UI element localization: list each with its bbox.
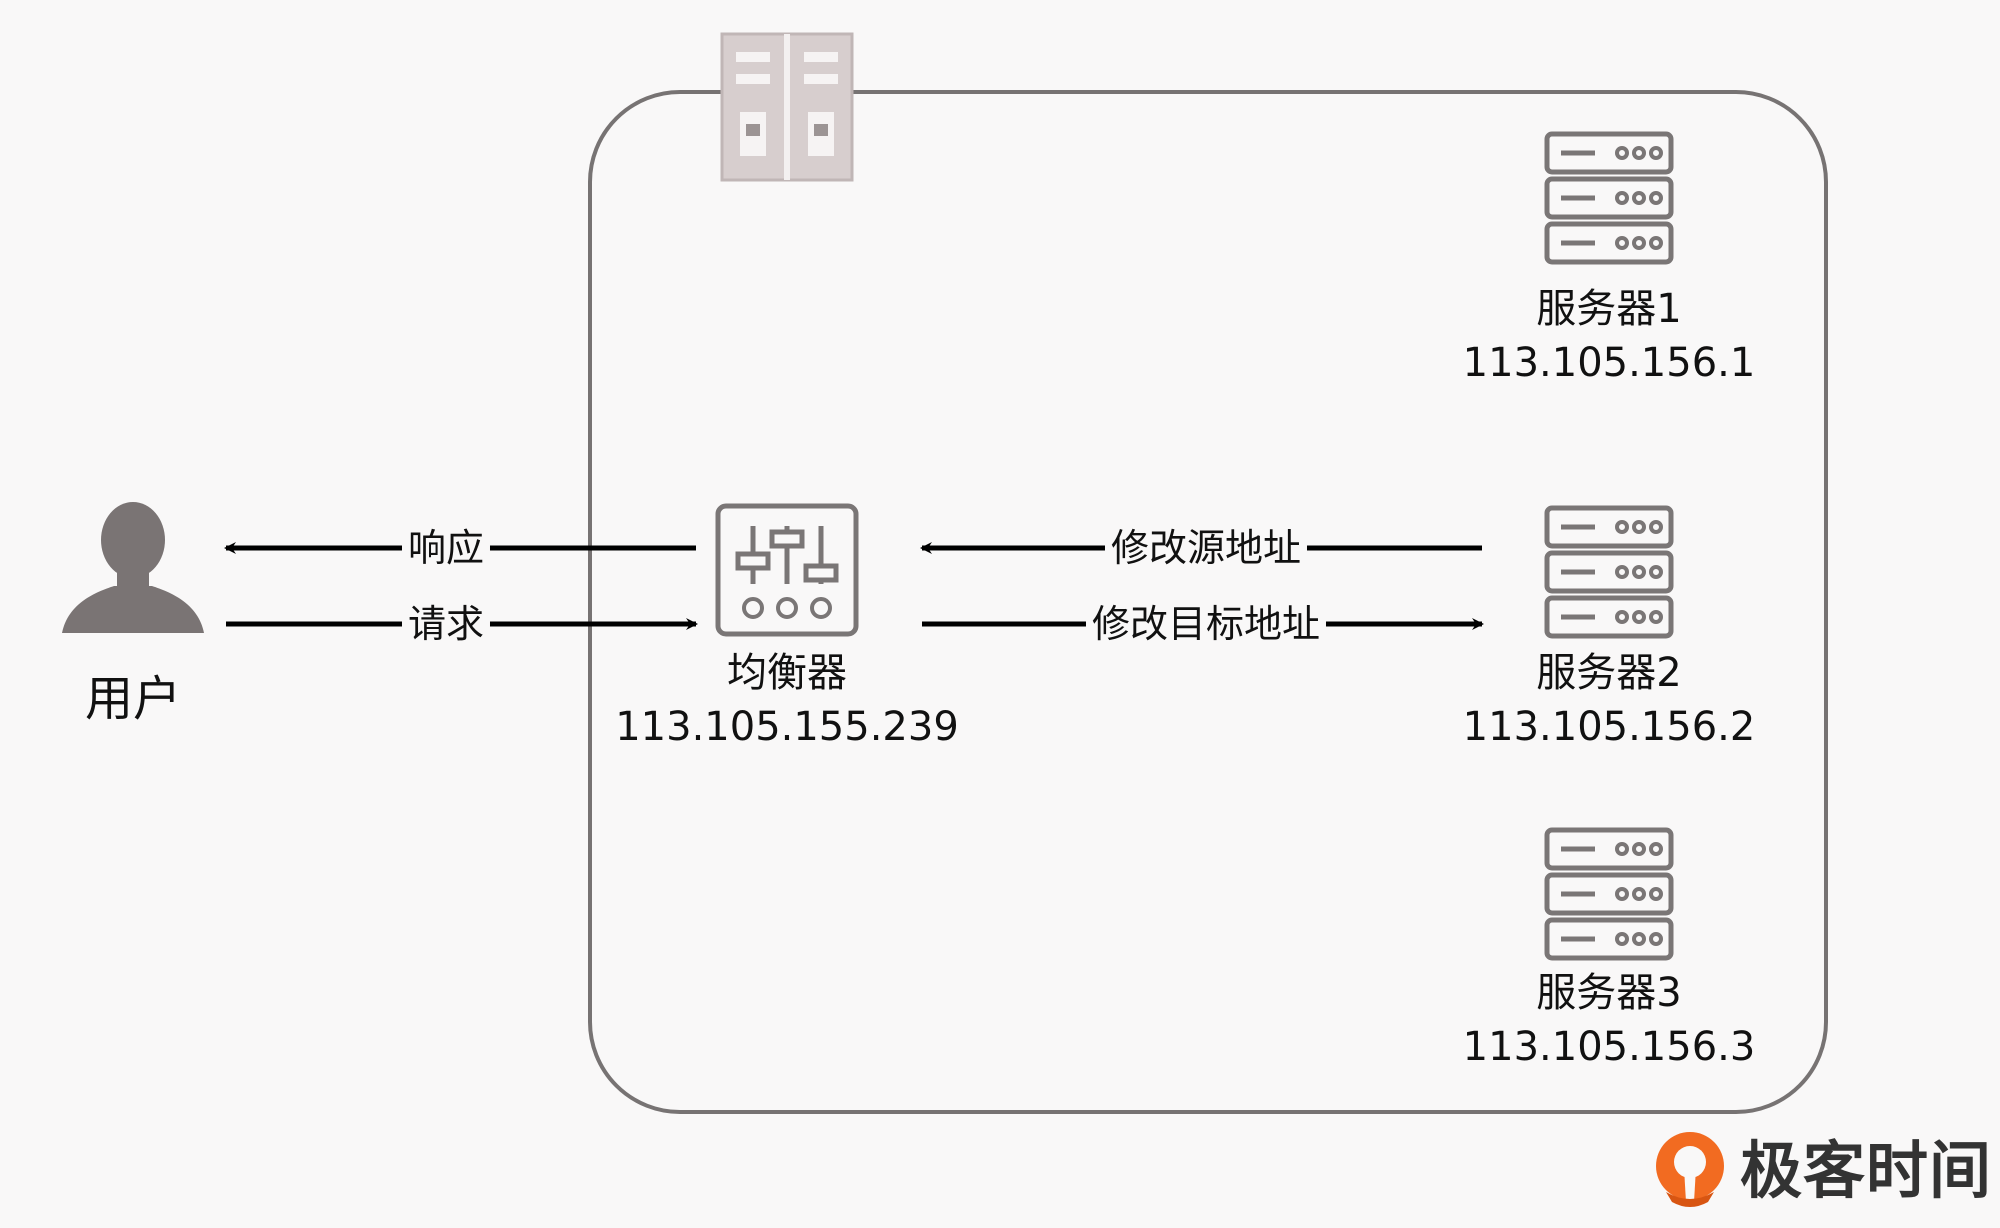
user-icon — [62, 502, 204, 633]
balancer-name: 均衡器 — [727, 650, 847, 696]
rewrite-target-label: 修改目标地址 — [1085, 600, 1327, 648]
server-3-icon — [1547, 830, 1671, 958]
server-2-name: 服务器2 — [1536, 650, 1682, 696]
response-label: 响应 — [401, 524, 491, 572]
server-3-ip: 113.105.156.3 — [1462, 1024, 1756, 1070]
request-label: 请求 — [401, 600, 491, 648]
balancer-ip: 113.105.155.239 — [615, 704, 959, 750]
rewrite-source-label: 修改源地址 — [1104, 524, 1308, 572]
server-1-icon — [1547, 134, 1671, 262]
brand-logo-icon — [1656, 1132, 1724, 1207]
datacenter-boundary — [588, 90, 1828, 1114]
server-2-ip: 113.105.156.2 — [1462, 704, 1756, 750]
user-label: 用户 — [84, 671, 182, 727]
server-2-icon — [1547, 508, 1671, 636]
datacenter-icon — [720, 32, 854, 182]
server-1-name: 服务器1 — [1536, 286, 1682, 332]
server-1-ip: 113.105.156.1 — [1462, 340, 1756, 386]
brand-text: 极客时间 — [1740, 1134, 1993, 1207]
load-balancer-icon — [715, 503, 859, 637]
server-3-name: 服务器3 — [1536, 970, 1682, 1016]
